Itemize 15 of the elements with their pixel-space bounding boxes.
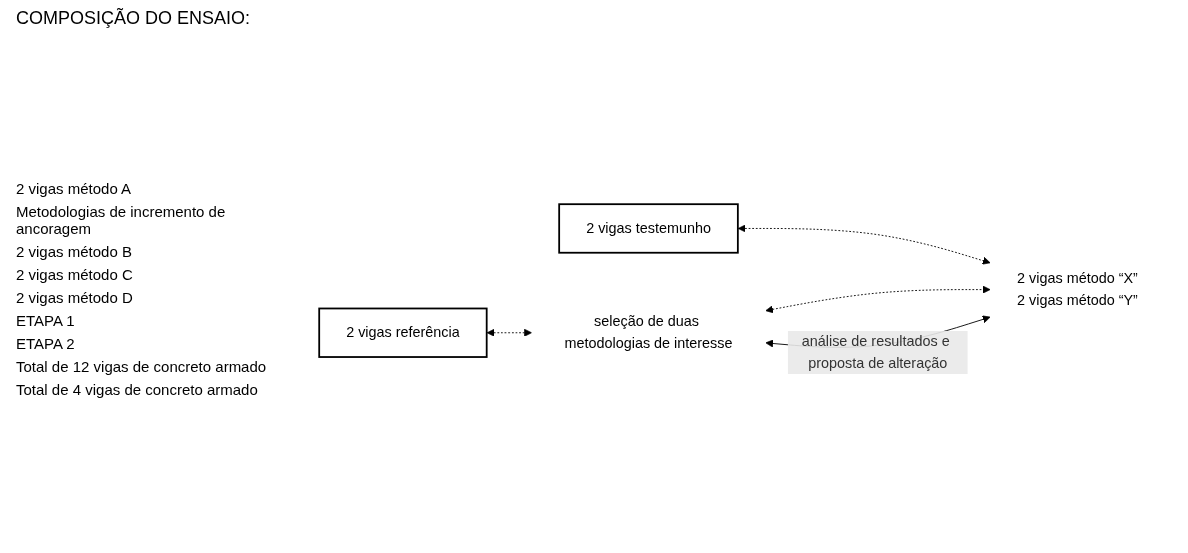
text-label: Total de 4 vigas de concreto armado bbox=[16, 381, 259, 398]
text-label: 2 vigas método B bbox=[16, 243, 133, 260]
text-label: ETAPA 2 bbox=[16, 335, 76, 352]
text-label: Total de 12 vigas de concreto armado bbox=[16, 358, 268, 375]
node-box: 2 vigas testemunho bbox=[558, 203, 739, 254]
text-label: Metodologias de incremento de ancoragem bbox=[16, 203, 227, 237]
node-text: seleção de duas metodologias de interesse bbox=[564, 313, 733, 351]
node-box: 2 vigas referência bbox=[318, 307, 488, 358]
text-label: 2 vigas método C bbox=[16, 266, 134, 283]
text-label: ETAPA 1 bbox=[16, 312, 76, 329]
diagram-title: COMPOSIÇÃO DO ENSAIO: bbox=[16, 8, 252, 29]
node-text: 2 vigas método “X” 2 vigas método “Y” bbox=[1017, 270, 1138, 308]
text-label: 2 vigas método A bbox=[16, 180, 133, 197]
edge-label: análise de resultados e proposta de alteração bbox=[801, 333, 950, 371]
text-label: 2 vigas método D bbox=[16, 289, 134, 306]
